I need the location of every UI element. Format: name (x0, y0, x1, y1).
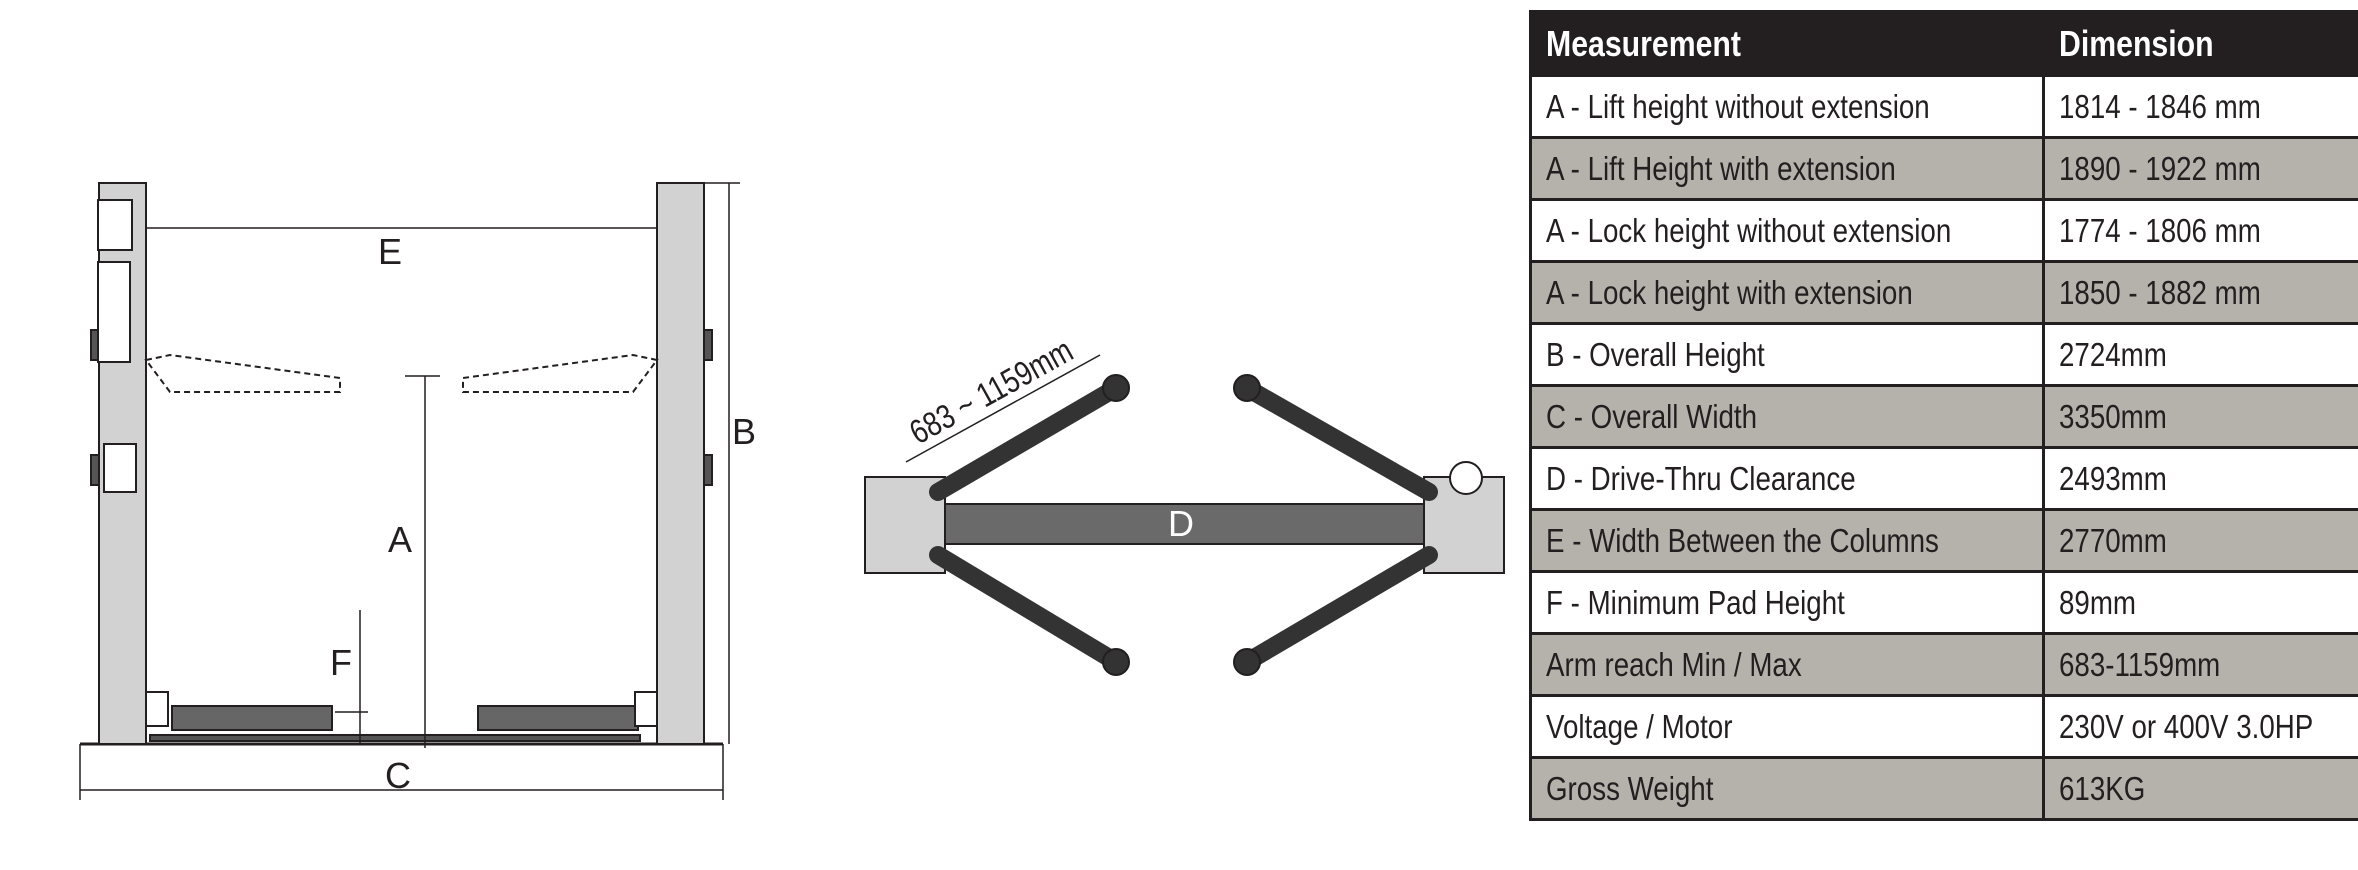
cell-measurement: A - Lift height without extension (1528, 74, 2046, 139)
control-box (103, 443, 137, 493)
cell-measurement: A - Lock height with extension (1528, 260, 2046, 325)
cell-measurement: Gross Weight (1528, 756, 2046, 821)
cell-dimension: 3350mm (2042, 384, 2358, 449)
cell-dimension: 2770mm (2042, 508, 2358, 573)
cell-measurement: A - Lift Height with extension (1528, 136, 2046, 201)
label-c: C (385, 755, 411, 796)
cell-dimension: 613KG (2042, 756, 2358, 821)
cell-dimension: 230V or 400V 3.0HP (2042, 694, 2358, 759)
label-a: A (388, 519, 412, 560)
cell-measurement: D - Drive-Thru Clearance (1528, 446, 2046, 511)
cell-dimension: 2493mm (2042, 446, 2358, 511)
front-view-diagram: E A F B C (79, 182, 756, 800)
motor-icon (97, 199, 133, 251)
label-b: B (732, 411, 756, 452)
cell-dimension: 89mm (2042, 570, 2358, 635)
cell-dimension: 1850 - 1882 mm (2042, 260, 2358, 325)
right-column (656, 182, 705, 745)
cell-measurement: E - Width Between the Columns (1528, 508, 2046, 573)
cell-dimension: 683-1159mm (2042, 632, 2358, 697)
cell-dimension: 2724mm (2042, 322, 2358, 387)
motor-icon (1449, 461, 1483, 495)
cell-measurement: A - Lock height without extension (1528, 198, 2046, 263)
arm-reach-label: 683 ~ 1159mm (903, 331, 1079, 452)
cell-dimension: 1814 - 1846 mm (2042, 74, 2358, 139)
table-header-row: Measurement Dimension (1528, 10, 2358, 77)
label-f: F (330, 642, 352, 683)
cell-measurement: B - Overall Height (1528, 322, 2046, 387)
header-measurement: Measurement (1528, 10, 2046, 77)
cell-measurement: F - Minimum Pad Height (1528, 570, 2046, 635)
label-e: E (378, 231, 402, 272)
cell-measurement: Voltage / Motor (1528, 694, 2046, 759)
left-baseplate (864, 476, 946, 574)
right-baseplate (1423, 476, 1505, 574)
specifications-table: Measurement Dimension A - Lift height wi… (1528, 10, 2358, 821)
drive-thru-beam (944, 503, 1425, 545)
cell-dimension: 1774 - 1806 mm (2042, 198, 2358, 263)
header-dimension: Dimension (2042, 10, 2358, 77)
cell-dimension: 1890 - 1922 mm (2042, 136, 2358, 201)
cell-measurement: Arm reach Min / Max (1528, 632, 2046, 697)
label-d: D (1168, 503, 1194, 544)
cell-measurement: C - Overall Width (1528, 384, 2046, 449)
